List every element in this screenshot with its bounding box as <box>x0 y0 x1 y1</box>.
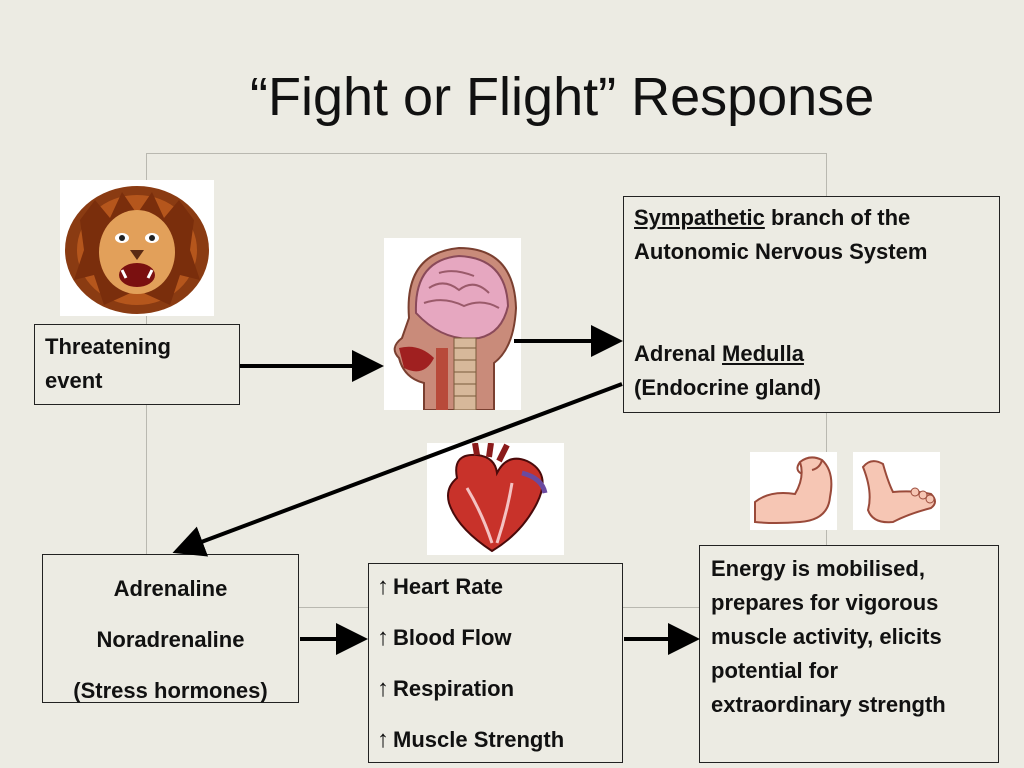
up-arrow-icon: ↑ <box>377 675 389 702</box>
energy-line-1: Energy is mobilised, <box>711 556 925 581</box>
lion-image <box>60 180 214 316</box>
energy-box: Energy is mobilised, prepares for vigoro… <box>699 545 999 763</box>
endocrine-line: (Endocrine gland) <box>634 375 821 400</box>
ans-line: Autonomic Nervous System <box>634 239 928 264</box>
effect-label: Muscle Strength <box>393 727 565 752</box>
up-arrow-icon: ↑ <box>377 573 389 600</box>
arm-image <box>750 452 837 530</box>
energy-line-4: potential for <box>711 658 839 683</box>
nervous-system-box: Sympathetic branch of the Autonomic Nerv… <box>623 196 1000 413</box>
effect-label: Blood Flow <box>393 625 512 650</box>
adrenaline-label: Adrenaline <box>113 576 228 601</box>
sympathetic-term: Sympathetic <box>634 205 765 230</box>
effect-label: Respiration <box>393 676 515 701</box>
up-arrow-icon: ↑ <box>377 624 389 651</box>
medulla-term: Medulla <box>722 341 804 366</box>
foot-image <box>853 452 940 530</box>
energy-line-3: muscle activity, elicits <box>711 624 942 649</box>
threat-line-2: event <box>45 368 103 393</box>
stress-hormones-label: (Stress hormones) <box>73 678 268 703</box>
arrow-medulla-to-hormones <box>172 382 623 557</box>
energy-line-5: extraordinary strength <box>711 692 946 717</box>
head-anatomy-icon <box>393 246 518 411</box>
hormones-box: Adrenaline Noradrenaline (Stress hormone… <box>42 554 299 703</box>
sympathetic-line: Sympathetic branch of the <box>634 201 999 235</box>
heart-image <box>427 442 564 555</box>
heart-icon <box>447 442 548 553</box>
effect-item: ↑Blood Flow <box>369 615 622 666</box>
threatening-event-box: Threatening event <box>34 324 240 405</box>
flexed-arm-icon <box>754 456 833 524</box>
head-anatomy-image <box>384 238 521 411</box>
foot-icon <box>861 460 936 524</box>
effect-item: ↑Respiration <box>369 666 622 717</box>
up-arrow-icon: ↑ <box>377 726 389 753</box>
lion-icon <box>65 186 209 314</box>
energy-line-2: prepares for vigorous <box>711 590 939 615</box>
effect-item: ↑Heart Rate <box>369 564 622 615</box>
adrenal-line: Adrenal Medulla <box>634 337 999 371</box>
effect-label: Heart Rate <box>393 574 504 599</box>
threat-line-1: Threatening <box>45 334 171 359</box>
slide-title: “Fight or Flight” Response <box>250 67 875 127</box>
sympathetic-rest: branch of the <box>764 205 911 230</box>
noradrenaline-label: Noradrenaline <box>96 627 245 652</box>
adrenal-term: Adrenal <box>634 341 723 366</box>
effects-box: ↑Heart Rate ↑Blood Flow ↑Respiration ↑Mu… <box>368 563 623 763</box>
effect-item: ↑Muscle Strength <box>369 717 622 768</box>
